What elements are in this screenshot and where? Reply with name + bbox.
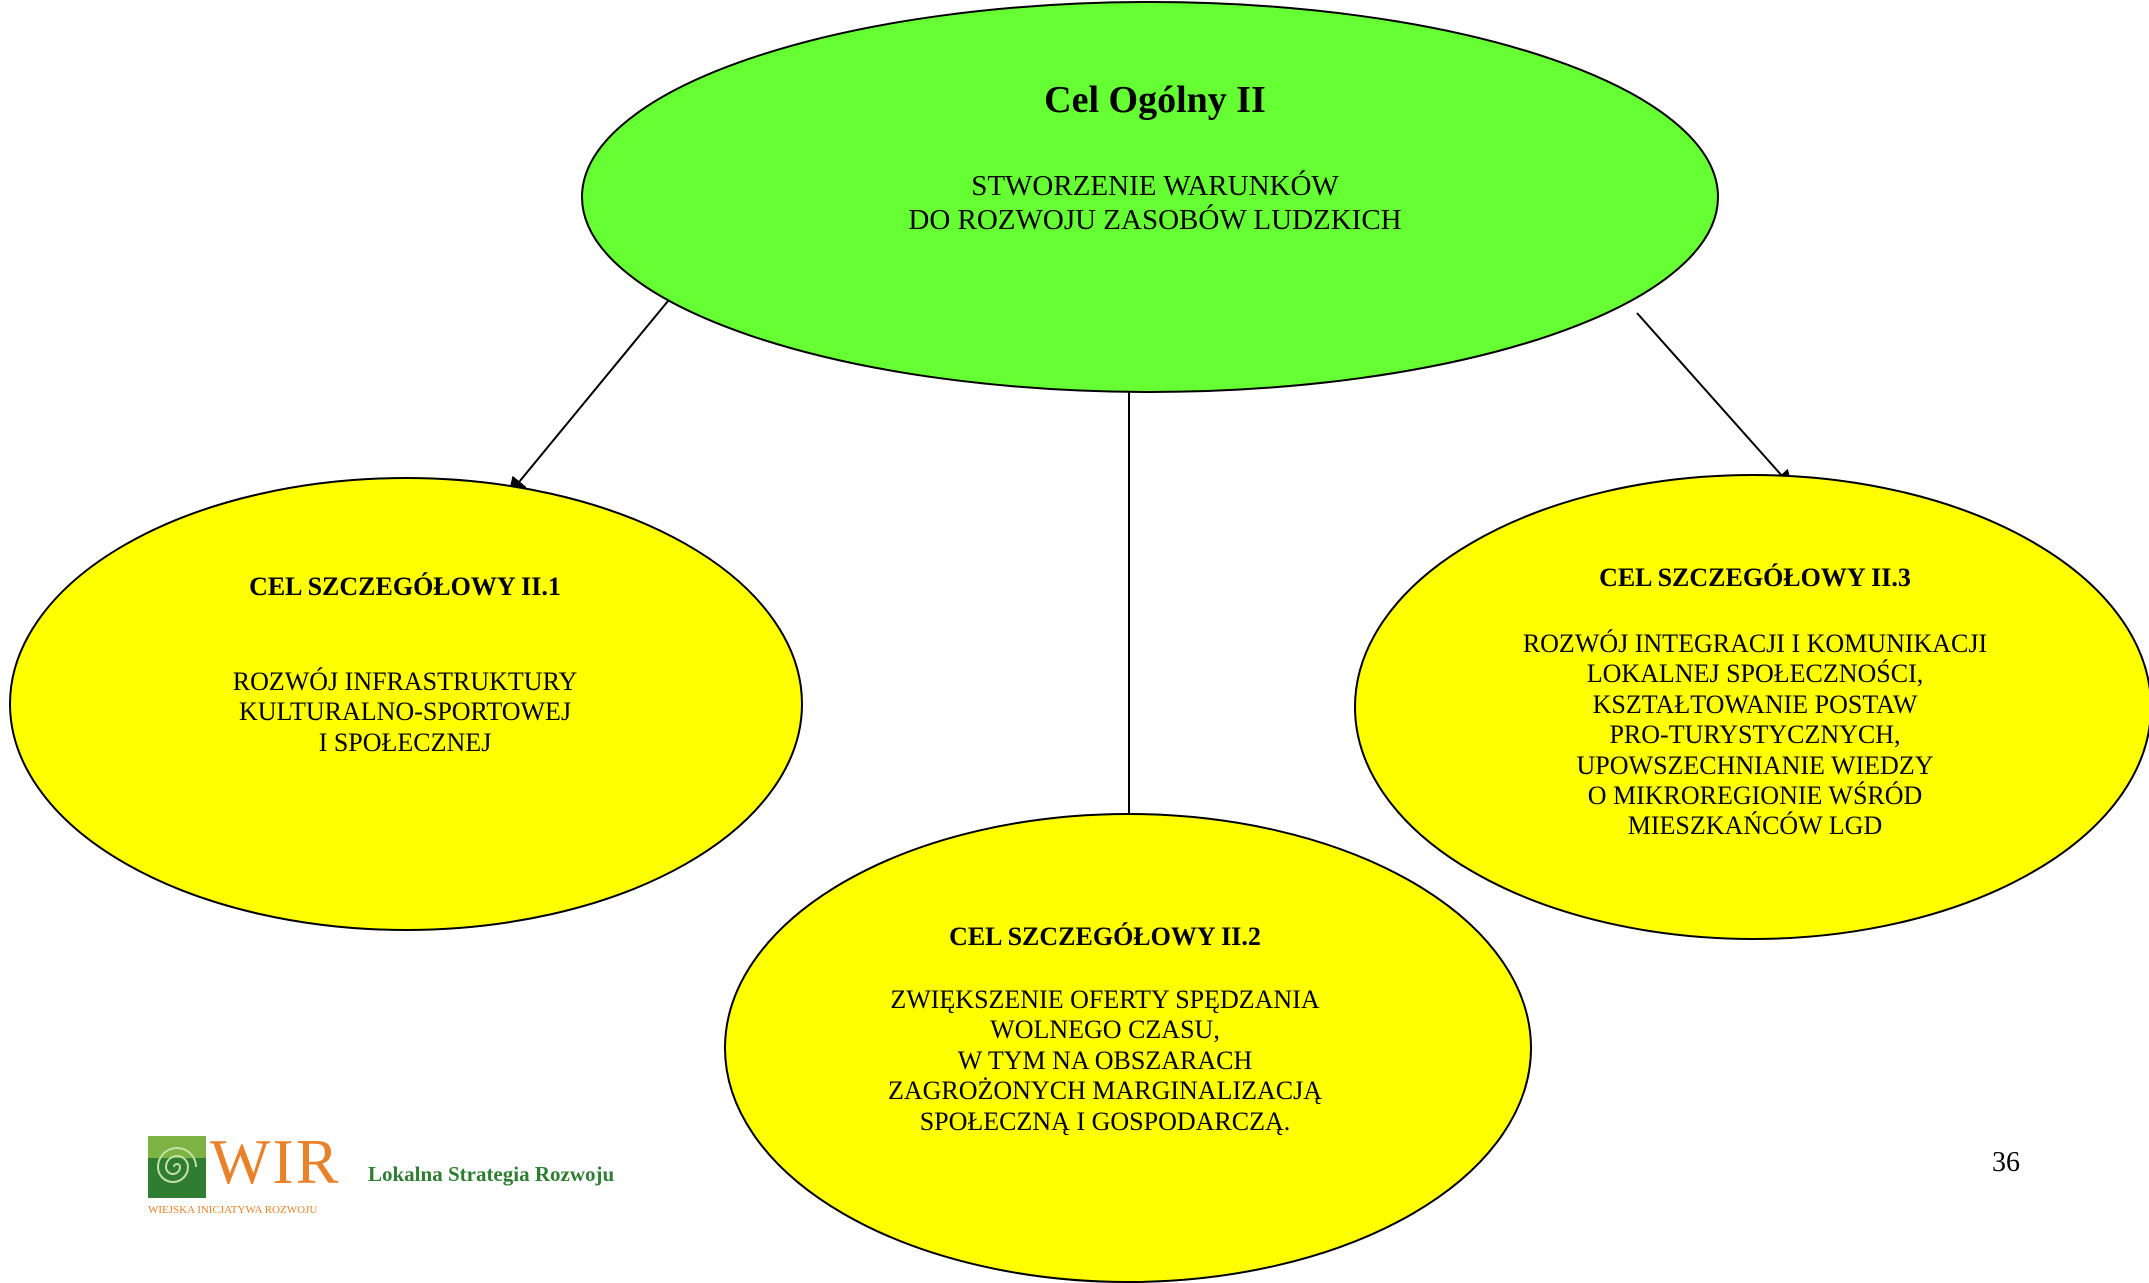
main-goal-title: Cel Ogólny II	[1044, 79, 1266, 121]
specific-goal-3-node	[1354, 474, 2149, 940]
wir-logo: WIR Lokalna Strategia Rozwoju WIEJSKA IN…	[148, 1130, 648, 1216]
main-goal-description: STWORZENIE WARUNKÓW DO ROZWOJU ZASOBÓW L…	[908, 170, 1402, 236]
specific-goal-1-node	[9, 477, 803, 931]
logo-tagline: WIEJSKA INICJATYWA ROZWOJU	[148, 1204, 318, 1216]
specific-goal-2-title: CEL SZCZEGÓŁOWY II.2	[949, 922, 1261, 951]
spiral-emblem-icon	[148, 1136, 206, 1198]
specific-goal-2-description: ZWIĘKSZENIE OFERTY SPĘDZANIA WOLNEGO CZA…	[887, 985, 1323, 1136]
specific-goal-1-description: ROZWÓJ INFRASTRUKTURY KULTURALNO-SPORTOW…	[232, 667, 578, 757]
connector-main-to-goal-3	[1636, 312, 1793, 489]
specific-goal-2-node	[724, 813, 1532, 1283]
specific-goal-3-description: ROZWÓJ INTEGRACJI I KOMUNIKACJI LOKALNEJ…	[1522, 629, 1988, 841]
logo-wordmark: WIR	[210, 1126, 341, 1197]
specific-goal-1-title: CEL SZCZEGÓŁOWY II.1	[249, 572, 561, 601]
connector-main-to-goal-1	[508, 300, 669, 496]
logo-name: Lokalna Strategia Rozwoju	[368, 1162, 615, 1186]
main-goal-node	[581, 1, 1719, 393]
page-number: 36	[1992, 1147, 2020, 1178]
specific-goal-3-title: CEL SZCZEGÓŁOWY II.3	[1599, 563, 1911, 592]
